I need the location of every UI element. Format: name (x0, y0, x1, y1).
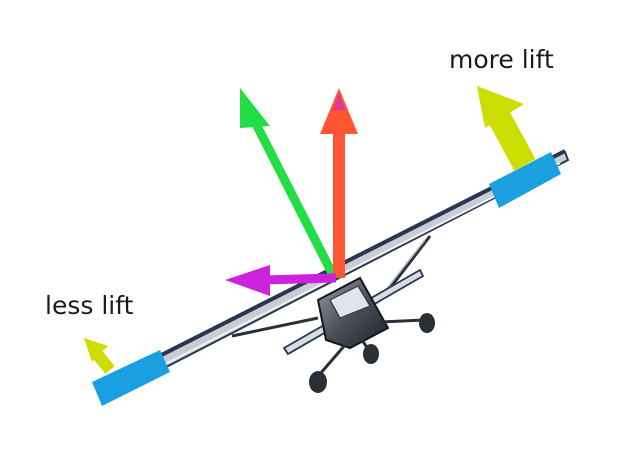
wheel-right (419, 313, 435, 333)
aileron-left (92, 350, 170, 406)
wheel-middle (363, 344, 379, 364)
more-lift-label: more lift (449, 45, 554, 74)
wing-strut-left (231, 316, 319, 338)
more-lift-arrow (477, 86, 536, 171)
less-lift-label: less lift (45, 291, 134, 320)
lift-arrow (320, 88, 358, 278)
less-lift-arrow (84, 338, 115, 374)
aileron-right (489, 152, 561, 208)
gear-strut-nose (318, 344, 347, 375)
wheel-front (309, 371, 327, 393)
gear-strut-right (379, 318, 425, 324)
side-force-arrow (225, 265, 337, 296)
resultant-arrow (240, 88, 338, 278)
